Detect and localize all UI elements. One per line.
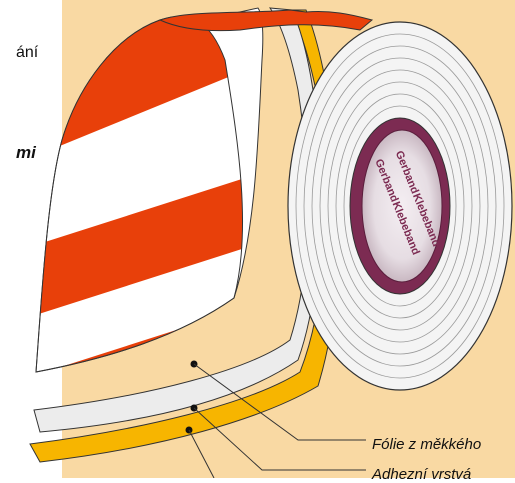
left-text-fragment-bold: mi	[16, 143, 36, 163]
callout-label-soft-film: Fólie z měkkého	[372, 436, 481, 453]
left-text-fragment-top: ání	[16, 44, 38, 62]
callout-label-adhesive: Adhezní vrstvá	[372, 466, 471, 483]
